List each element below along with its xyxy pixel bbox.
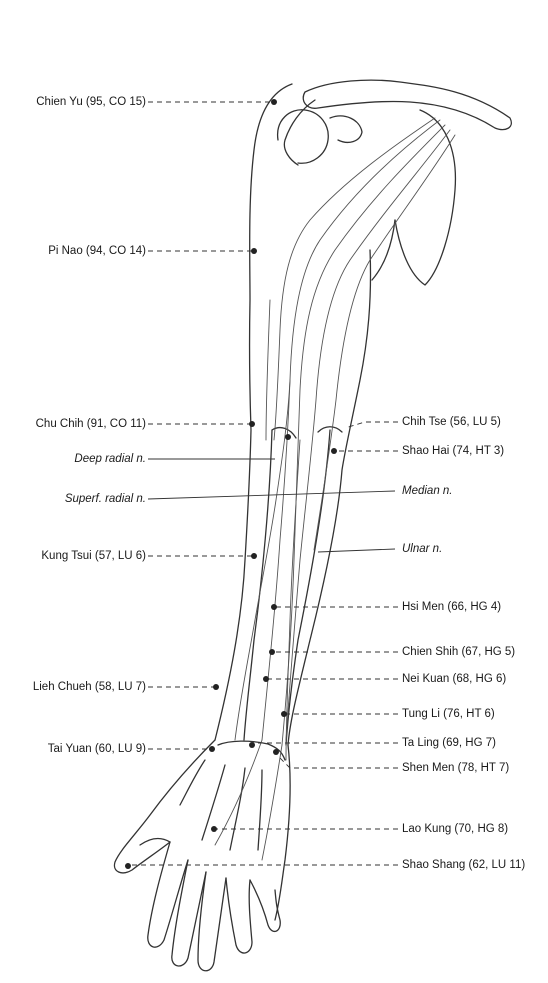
humerus-head: [278, 110, 329, 163]
clavicle: [303, 80, 511, 129]
label-nei-kuan: Nei Kuan (68, HG 6): [402, 672, 506, 686]
point-chu-chih: [249, 421, 255, 427]
label-chien-shih: Chien Shih (67, HG 5): [402, 645, 515, 659]
label-ulnar-n: Ulnar n.: [402, 542, 442, 556]
point-nei-kuan: [263, 676, 269, 682]
point-lieh-chueh: [213, 684, 219, 690]
label-shao-hai: Shao Hai (74, HT 3): [402, 444, 504, 458]
point-tai-yuan: [209, 746, 215, 752]
point-chien-shih: [269, 649, 275, 655]
arm-outline-right: [288, 250, 371, 745]
label-chih-tse: Chih Tse (56, LU 5): [402, 415, 501, 429]
scapula: [395, 110, 455, 285]
hand-outline: [114, 740, 215, 873]
point-kung-tsui: [251, 553, 257, 559]
point-deep-radial: [285, 434, 291, 440]
label-lieh-chueh: Lieh Chueh (58, LU 7): [33, 680, 146, 694]
point-lao-kung: [211, 826, 217, 832]
label-kung-tsui: Kung Tsui (57, LU 6): [41, 549, 146, 563]
point-ta-ling: [249, 742, 255, 748]
label-pi-nao: Pi Nao (94, CO 14): [48, 244, 146, 258]
label-chu-chih: Chu Chih (91, CO 11): [36, 417, 146, 431]
finger-3: [198, 872, 226, 971]
label-median-n: Median n.: [402, 484, 453, 498]
label-shao-shang: Shao Shang (62, LU 11): [402, 858, 525, 872]
finger-5: [250, 880, 280, 931]
label-tai-yuan: Tai Yuan (60, LU 9): [48, 742, 146, 756]
label-chien-yu: Chien Yu (95, CO 15): [36, 95, 146, 109]
finger-4: [226, 878, 252, 953]
leader-superf-radial: [148, 491, 395, 499]
point-chien-yu: [271, 99, 277, 105]
label-tung-li: Tung Li (76, HT 6): [402, 707, 495, 721]
point-pi-nao: [251, 248, 257, 254]
label-deep-radial-n: Deep radial n.: [74, 452, 146, 466]
leader-chih-tse: [345, 422, 398, 428]
point-shao-shang: [125, 863, 131, 869]
label-lao-kung: Lao Kung (70, HG 8): [402, 822, 508, 836]
point-chih-tse: [331, 448, 337, 454]
point-shen-men: [273, 749, 279, 755]
label-shen-men: Shen Men (78, HT 7): [402, 761, 509, 775]
label-ta-ling: Ta Ling (69, HG 7): [402, 736, 496, 750]
label-superf-radial-n: Superf. radial n.: [65, 492, 146, 506]
leader-shen-men: [278, 756, 398, 768]
point-hsi-men: [271, 604, 277, 610]
label-hsi-men: Hsi Men (66, HG 4): [402, 600, 501, 614]
radius-bone: [244, 430, 272, 740]
point-tung-li: [281, 711, 287, 717]
